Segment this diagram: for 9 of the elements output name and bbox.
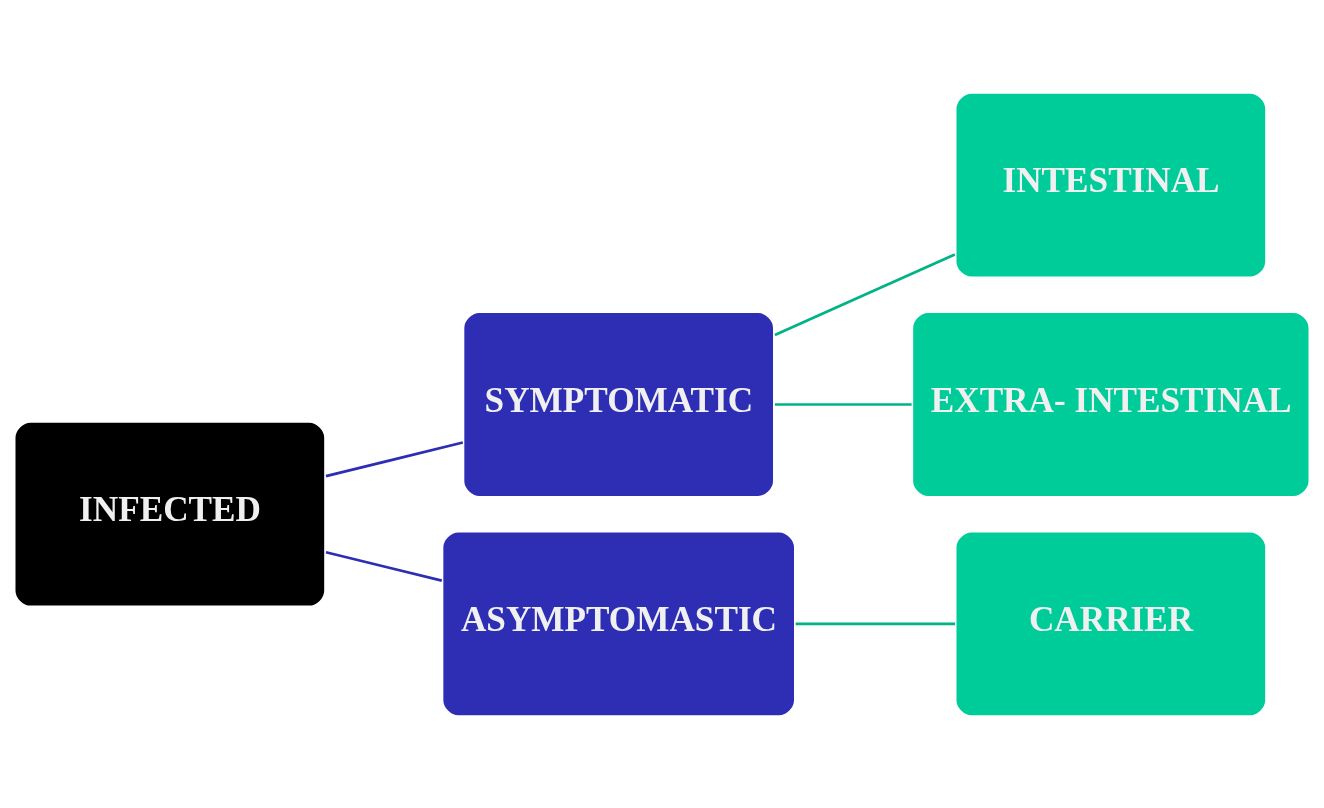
- connector: [325, 440, 464, 477]
- node-box: CARRIER: [953, 529, 1268, 718]
- connector: [325, 550, 443, 582]
- node-box: INTESTINAL: [953, 90, 1268, 279]
- connector: [795, 622, 956, 625]
- connector: [774, 402, 912, 406]
- connector: [774, 252, 956, 336]
- node-box: INFECTED: [12, 419, 327, 608]
- node-box: ASYMPTOMASTIC: [440, 529, 797, 718]
